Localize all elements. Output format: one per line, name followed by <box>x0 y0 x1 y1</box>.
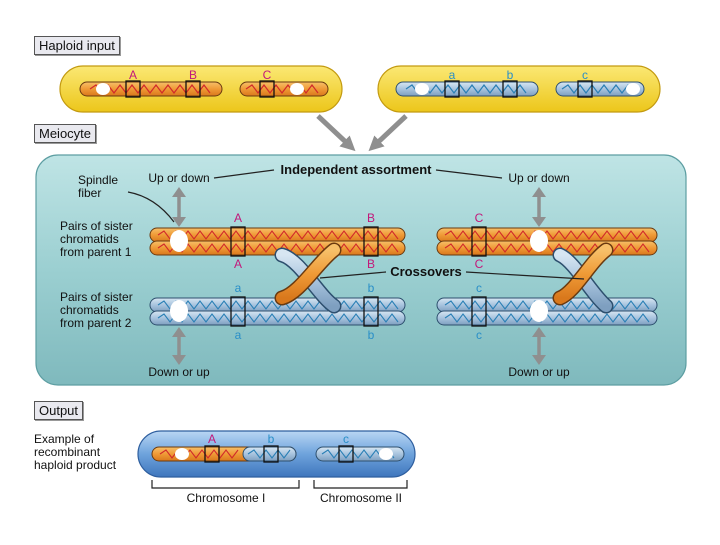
recombinant-example-label: Example of recombinant haploid product <box>34 433 116 472</box>
up-or-down-left-label: Up or down <box>148 171 209 185</box>
chromosome-2-bracket <box>313 480 408 489</box>
gene-box <box>230 226 246 257</box>
allele-label: B <box>189 68 197 82</box>
recombinant-example-label-line: recombinant <box>34 445 101 459</box>
down-or-up-right-label: Down or up <box>508 365 570 379</box>
allele-label: A <box>208 432 216 446</box>
haploid-chromosome-red-short <box>239 81 329 97</box>
gene-box <box>363 296 379 327</box>
haploid-input-section-label: Haploid input <box>34 36 120 55</box>
haploid-chromosome-blue-short <box>555 81 645 97</box>
spindle-fiber-label-line: Spindle <box>78 173 119 187</box>
crossover-left <box>274 242 342 314</box>
spindle-arrow-left-bottom <box>172 327 186 365</box>
allele-label: b <box>368 328 375 342</box>
leader-crossovers-right <box>465 271 585 280</box>
gene-box <box>259 80 275 98</box>
allele-label: b <box>507 68 514 82</box>
gene-box <box>125 80 141 98</box>
parent2-label: Pairs of sister chromatids from parent 2 <box>60 291 133 330</box>
leader-independent-assortment-left <box>213 169 275 179</box>
parent2-label-line: from parent 2 <box>60 316 132 330</box>
gene-box <box>577 80 593 98</box>
parent1-label-line: chromatids <box>60 232 119 246</box>
parent1-chromatids-left <box>149 227 406 256</box>
leader-crossovers-left <box>319 271 387 279</box>
gene-box <box>471 296 487 327</box>
allele-label: C <box>263 68 272 82</box>
parent2-label-line: Pairs of sister <box>60 290 133 304</box>
gene-box <box>471 226 487 257</box>
parent2-chromatids-left <box>149 297 406 326</box>
up-or-down-right-label: Up or down <box>508 171 569 185</box>
haploid-input-section: A B C a b c <box>59 65 661 113</box>
gene-box <box>338 445 354 463</box>
gene-box <box>502 80 518 98</box>
gene-box <box>363 226 379 257</box>
allele-label: c <box>476 281 482 295</box>
output-section-label: Output <box>34 401 84 420</box>
allele-label: a <box>235 328 242 342</box>
chromosome-2-label: Chromosome II <box>320 491 402 505</box>
allele-label: B <box>367 257 375 271</box>
parent1-label: Pairs of sister chromatids from parent 1 <box>60 220 133 259</box>
parent1-label-line: from parent 1 <box>60 245 132 259</box>
parent2-chromatids-right <box>436 297 658 326</box>
crossovers-label: Crossovers <box>390 264 462 279</box>
allele-label: A <box>234 257 242 271</box>
chromosome-1-bracket <box>151 480 300 489</box>
independent-assortment-label: Independent assortment <box>281 162 433 177</box>
spindle-arrow-right-top <box>532 187 546 227</box>
allele-label: b <box>368 281 375 295</box>
allele-label: B <box>367 211 375 225</box>
spindle-arrow-right-bottom <box>532 327 546 365</box>
allele-label: A <box>129 68 137 82</box>
spindle-fiber-label-line: fiber <box>78 186 102 200</box>
spindle-arrow-left-top <box>172 187 186 227</box>
spindle-fiber-label: Spindle fiber <box>78 174 118 200</box>
output-chromosome-1 <box>151 446 297 462</box>
parent1-label-line: Pairs of sister <box>60 219 133 233</box>
meiocyte-section-label: Meiocyte <box>34 124 97 143</box>
meiocyte-cell <box>35 154 687 386</box>
fusion-arrow-left <box>316 114 356 152</box>
crossover-right <box>552 242 614 314</box>
parent1-chromatids-right <box>436 227 658 256</box>
recombinant-example-label-line: haploid product <box>34 458 117 472</box>
allele-label: C <box>475 211 484 225</box>
recombinant-example-label-line: Example of <box>34 432 95 446</box>
gene-box <box>230 296 246 327</box>
allele-label: a <box>449 68 456 82</box>
allele-label: C <box>475 257 484 271</box>
parent2-label-line: chromatids <box>60 303 119 317</box>
down-or-up-left-label: Down or up <box>148 365 210 379</box>
fusion-arrow-right <box>368 114 408 152</box>
allele-label: c <box>476 328 482 342</box>
allele-label: c <box>343 432 349 446</box>
gene-box <box>444 80 460 98</box>
leader-independent-assortment-right <box>435 169 503 179</box>
allele-label: A <box>234 211 242 225</box>
gene-box <box>185 80 201 98</box>
chromosome-1-label: Chromosome I <box>187 491 266 505</box>
allele-label: a <box>235 281 242 295</box>
gene-box <box>263 445 279 463</box>
output-chromosome-2 <box>315 446 405 462</box>
leader-spindle-fiber <box>127 191 175 223</box>
haploid-chromosome-red-long <box>79 81 223 97</box>
allele-label: c <box>582 68 588 82</box>
gene-box <box>204 445 220 463</box>
allele-label: b <box>268 432 275 446</box>
